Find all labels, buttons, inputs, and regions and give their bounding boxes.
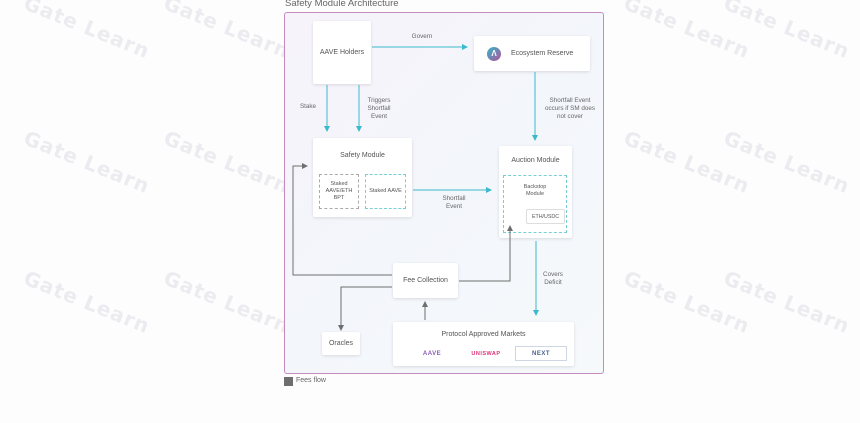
staked-aave-box: Staked AAVE	[365, 174, 406, 209]
fee-collection-node: Fee Collection	[393, 263, 458, 298]
market-aave-logo: AAVE	[422, 350, 442, 357]
aave-holders-node: AAVE Holders	[313, 21, 371, 84]
govern-label: Govern	[411, 33, 433, 40]
backstop-module-label: Backstop Module	[523, 184, 547, 197]
fee-collection-label: Fee Collection	[403, 277, 448, 284]
legend-swatch	[284, 377, 293, 386]
fees-arrow-to-oracles	[338, 286, 392, 331]
protocol-markets-label: Protocol Approved Markets	[441, 331, 526, 338]
legend-label: Fees flow	[296, 377, 326, 384]
backstop-module-box: Backstop Module	[503, 175, 567, 233]
eth-usdc-tag: ETH/USDC	[526, 209, 565, 224]
market-next-logo: NEXT	[515, 346, 567, 361]
staked-bpt-box: Staked AAVE/ETH BPT	[319, 174, 359, 209]
auction-module-node: Auction Module Backstop Module ETH/USDC	[499, 146, 572, 238]
covers-deficit-label: Covers Deficit	[543, 271, 563, 286]
shortfall-event-label: Shortfall Event	[442, 195, 466, 210]
safety-module-label: Safety Module	[340, 152, 385, 159]
protocol-markets-node: Protocol Approved Markets AAVE UNISWAP N…	[393, 322, 574, 366]
fees-arrow-to-auction	[459, 225, 513, 282]
ecosystem-reserve-node: Λ Ecosystem Reserve	[474, 36, 590, 71]
ecosystem-reserve-label: Ecosystem Reserve	[511, 50, 574, 57]
triggers-shortfall-label: Triggers Shortfall Event	[367, 97, 391, 120]
auction-module-label: Auction Module	[511, 157, 560, 164]
aave-logo-icon: Λ	[487, 46, 501, 61]
safety-module-node: Safety Module Staked AAVE/ETH BPT Staked…	[313, 138, 412, 217]
aave-holders-label: AAVE Holders	[319, 49, 365, 56]
oracles-label: Oracles	[328, 340, 354, 347]
diagram-title: Safety Module Architecture	[285, 0, 399, 9]
fees-arrow-to-safety-module	[292, 163, 392, 276]
shortfall-occurs-label: Shortfall Event occurs if SM does not co…	[544, 97, 596, 120]
oracles-node: Oracles	[322, 332, 360, 355]
stake-label: Stake	[299, 103, 317, 110]
market-uniswap-logo: UNISWAP	[471, 350, 501, 357]
